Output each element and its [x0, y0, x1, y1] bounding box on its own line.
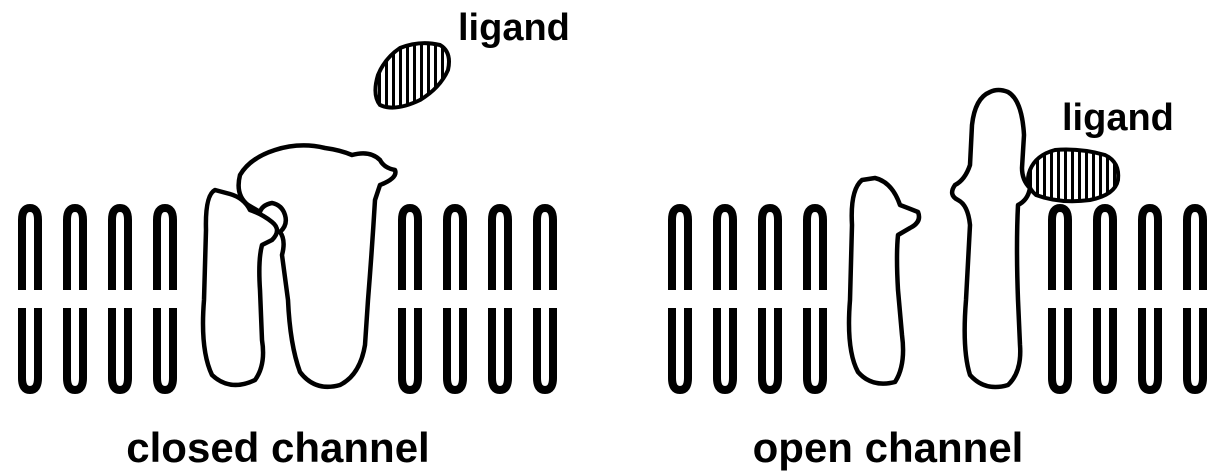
- lipid-upper: [443, 203, 467, 290]
- lipid-lower: [488, 308, 512, 395]
- caption-closed-channel: closed channel: [126, 424, 429, 471]
- lipid-lower: [18, 308, 42, 395]
- closed-channel-panel: ligand closed channel: [18, 7, 570, 471]
- ligand-label-closed: ligand: [458, 7, 570, 49]
- membrane-left-group: [668, 203, 827, 395]
- lipid-lower: [1138, 308, 1162, 395]
- lipid-upper: [533, 203, 557, 290]
- lipid-upper: [108, 203, 132, 290]
- lipid-lower: [398, 308, 422, 395]
- lipid-lower: [108, 308, 132, 395]
- membrane-right-group: [1048, 203, 1207, 395]
- lipid-upper: [153, 203, 177, 290]
- lipid-lower: [668, 308, 692, 395]
- lipid-lower: [443, 308, 467, 395]
- lipid-lower: [1183, 308, 1207, 395]
- ligand-unbound: [373, 41, 451, 110]
- lipid-upper: [488, 203, 512, 290]
- open-channel-panel: ligand open channel: [668, 87, 1207, 471]
- lipid-upper: [668, 203, 692, 290]
- lipid-lower: [63, 308, 87, 395]
- lipid-lower: [533, 308, 557, 395]
- membrane-right-group: [398, 203, 557, 395]
- ligand-bound: [1026, 147, 1121, 204]
- lipid-lower: [153, 308, 177, 395]
- channel-subunit-left: [846, 175, 922, 386]
- lipid-upper: [1093, 203, 1117, 290]
- lipid-lower: [758, 308, 782, 395]
- lipid-upper: [18, 203, 42, 290]
- lipid-upper: [63, 203, 87, 290]
- caption-open-channel: open channel: [753, 424, 1024, 471]
- channel-subunit-left: [200, 187, 280, 388]
- lipid-upper: [758, 203, 782, 290]
- ligand-label-open: ligand: [1062, 97, 1174, 139]
- lipid-lower: [803, 308, 827, 395]
- channel-subunit-right: [236, 143, 398, 390]
- lipid-upper: [1048, 203, 1072, 290]
- lipid-upper: [1138, 203, 1162, 290]
- lipid-lower: [1048, 308, 1072, 395]
- lipid-upper: [713, 203, 737, 290]
- lipid-upper: [803, 203, 827, 290]
- lipid-upper: [398, 203, 422, 290]
- lipid-lower: [713, 308, 737, 395]
- channel-subunit-right: [949, 87, 1033, 390]
- membrane-left-group: [18, 203, 177, 395]
- lipid-lower: [1093, 308, 1117, 395]
- lipid-upper: [1183, 203, 1207, 290]
